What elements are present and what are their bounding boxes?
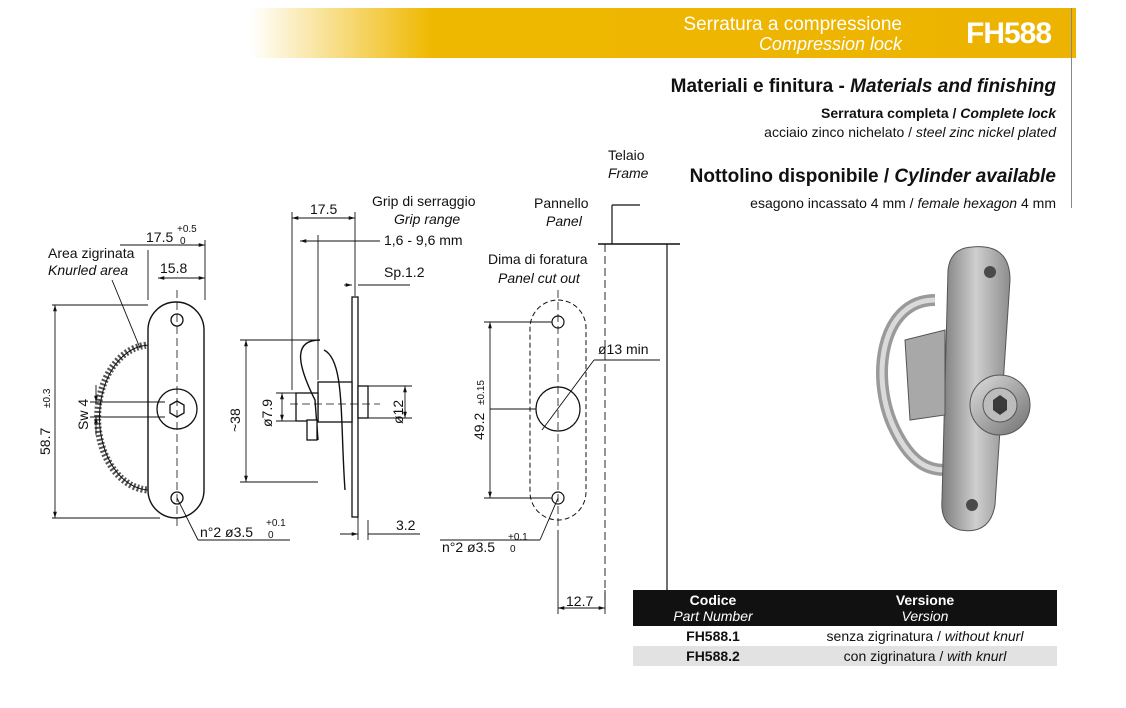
dim-49-2: 49.2 — [471, 413, 487, 440]
dim-7-9: ø7.9 — [259, 399, 275, 427]
tol-zero: 0 — [180, 236, 186, 247]
table-row: FH588.2 con zigrinatura / with knurl — [633, 646, 1057, 666]
dim-3-2: 3.2 — [396, 517, 416, 533]
cutout-label-it: Dima di foratura — [488, 251, 588, 267]
tol-0-3: ±0.3 — [42, 388, 53, 408]
title-english: Compression lock — [758, 34, 902, 54]
sp-label: Sp.1.2 — [384, 264, 425, 280]
frame-label-en: Frame — [608, 165, 649, 181]
table-row: FH588.1 senza zigrinatura / without knur… — [633, 626, 1057, 646]
panel-label-it: Pannello — [534, 195, 589, 211]
col1-it: Codice — [689, 592, 737, 608]
materials-desc-en: steel zinc nickel plated — [915, 124, 1056, 140]
side-dimensions — [240, 212, 420, 540]
grip-label-en: Grip range — [394, 211, 460, 227]
col-version: Versione Version — [793, 590, 1057, 626]
cylinder-heading-en: Cylinder available — [894, 166, 1056, 187]
col1-en: Part Number — [673, 608, 753, 624]
tol-0-15: ±0.15 — [476, 380, 487, 405]
tol-zero-holes: 0 — [268, 530, 274, 541]
version-en: without knurl — [944, 628, 1024, 644]
materials-heading: Materiali e finitura - Materials and fin… — [671, 76, 1056, 98]
tol-plus-0-1-cut: +0.1 — [508, 532, 528, 543]
col2-it: Versione — [895, 592, 955, 608]
side-view — [290, 296, 380, 518]
front-view — [94, 290, 205, 530]
dim-12: ø12 — [390, 400, 406, 424]
cylinder-desc-it: esagono incassato 4 mm / — [750, 195, 918, 211]
dim-38: ~38 — [227, 408, 243, 432]
dim-58: 58.7 — [37, 428, 53, 455]
tol-plus-0-1: +0.1 — [266, 518, 286, 529]
holes-left-label: n°2 ø3.5 — [200, 524, 253, 540]
col-part-number: Codice Part Number — [633, 590, 793, 626]
version-it: senza zigrinatura / — [826, 628, 945, 644]
cylinder-desc-en: female hexagon — [917, 195, 1018, 211]
knurled-label-it: Area zigrinata — [48, 245, 135, 261]
materials-desc: acciaio zinco nichelato / steel zinc nic… — [764, 124, 1056, 140]
product-render — [876, 246, 1031, 532]
cutout-label-en: Panel cut out — [498, 270, 581, 286]
materials-desc-it: acciaio zinco nichelato / — [764, 124, 916, 140]
cylinder-heading-it: Nottolino disponibile / — [689, 166, 895, 187]
dim-12-7: 12.7 — [566, 593, 593, 609]
knurled-label-en: Knurled area — [48, 262, 128, 278]
materials-sub: Serratura completa / Complete lock — [821, 105, 1056, 121]
cutout-dimensions — [440, 321, 660, 614]
part-code: FH588.1 — [633, 626, 793, 646]
header-divider — [1071, 8, 1072, 208]
panel-label-en: Panel — [546, 213, 583, 229]
materials-sub-en: Complete lock — [960, 105, 1056, 121]
version-cell: con zigrinatura / with knurl — [793, 646, 1057, 666]
materials-sub-it: Serratura completa / — [821, 105, 961, 121]
materials-heading-en: Materials and finishing — [850, 76, 1056, 97]
title-italian: Serratura a compressione — [683, 14, 902, 35]
col2-en: Version — [901, 608, 949, 624]
dim-side-17-5: 17.5 — [310, 201, 337, 217]
holes-cut-label: n°2 ø3.5 — [442, 539, 495, 555]
part-number-table: Codice Part Number Versione Version FH58… — [633, 590, 1057, 666]
version-it: con zigrinatura / — [843, 648, 948, 664]
product-code: FH588 — [966, 17, 1052, 50]
grip-label-it: Grip di serraggio — [372, 193, 476, 209]
front-dimensions — [52, 240, 290, 541]
cylinder-desc: esagono incassato 4 mm / female hexagon … — [750, 195, 1056, 211]
cylinder-desc-tail: 4 mm — [1017, 195, 1056, 211]
tol-plus-0-5: +0.5 — [177, 224, 197, 235]
sw4-label: Sw 4 — [75, 399, 91, 430]
version-en: with knurl — [947, 648, 1007, 664]
dim-15-8: 15.8 — [160, 260, 187, 276]
dim-13-min: ø13 min — [598, 341, 649, 357]
grip-range: 1,6 - 9,6 mm — [384, 232, 463, 248]
header-band — [250, 8, 1076, 58]
frame-label-it: Telaio — [608, 147, 645, 163]
part-code: FH588.2 — [633, 646, 793, 666]
version-cell: senza zigrinatura / without knurl — [793, 626, 1057, 646]
dim-17-5: 17.5 — [146, 229, 173, 245]
tol-zero-cut: 0 — [510, 544, 516, 555]
cylinder-heading: Nottolino disponibile / Cylinder availab… — [690, 166, 1056, 188]
materials-heading-it: Materiali e finitura - — [670, 76, 851, 97]
